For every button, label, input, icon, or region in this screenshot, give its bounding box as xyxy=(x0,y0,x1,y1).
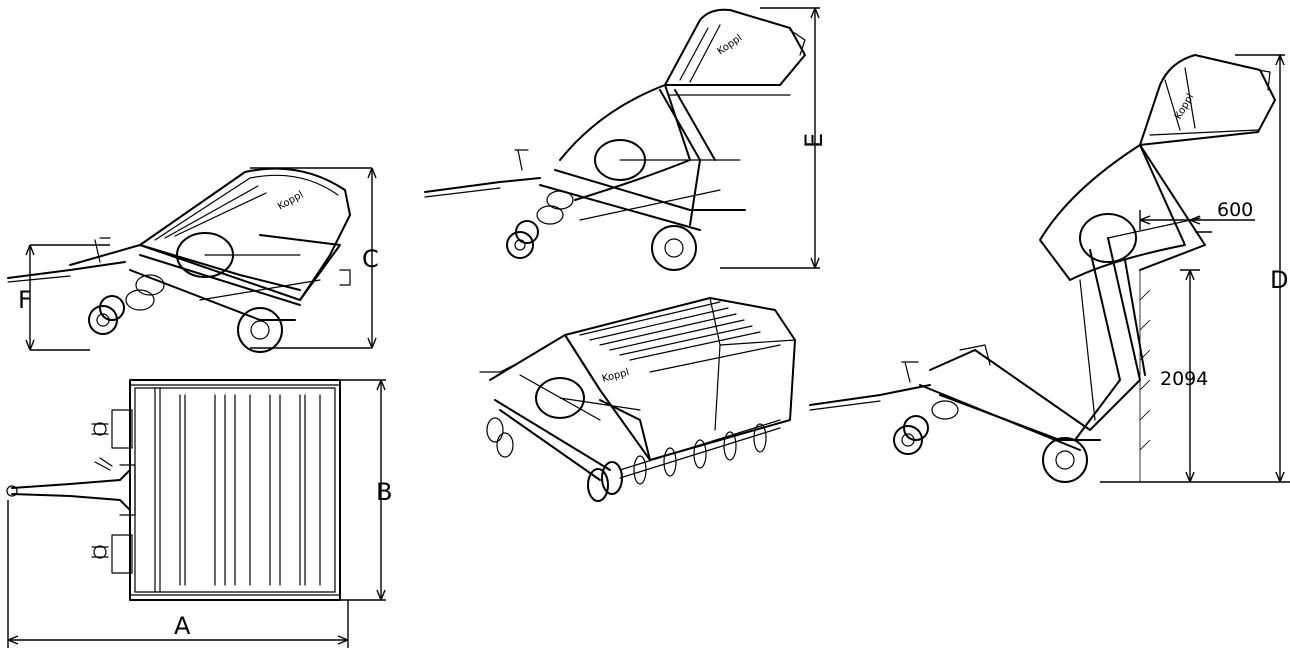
dimension-label-d: D xyxy=(1270,266,1288,294)
dimension-label-b: B xyxy=(376,478,392,506)
side-view-tipped: Koppl E xyxy=(424,7,828,271)
brand-label-tipped: Koppl xyxy=(715,33,744,58)
side-view-raised: Koppl 600 xyxy=(809,54,1290,483)
dimension-value-600: 600 xyxy=(1217,199,1253,221)
dimension-value-2094: 2094 xyxy=(1160,368,1208,390)
dimension-label-a: A xyxy=(174,612,191,640)
dimension-label-e: E xyxy=(800,133,828,148)
isometric-view: Koppl xyxy=(479,297,796,502)
brand-label: Koppl xyxy=(276,189,305,212)
dimension-label-f: F xyxy=(18,286,32,314)
top-view: A B xyxy=(6,379,392,648)
side-view-lowered: Koppl C F xyxy=(7,167,379,353)
brand-label-iso: Koppl xyxy=(601,367,631,385)
dimension-label-c: C xyxy=(362,245,379,273)
